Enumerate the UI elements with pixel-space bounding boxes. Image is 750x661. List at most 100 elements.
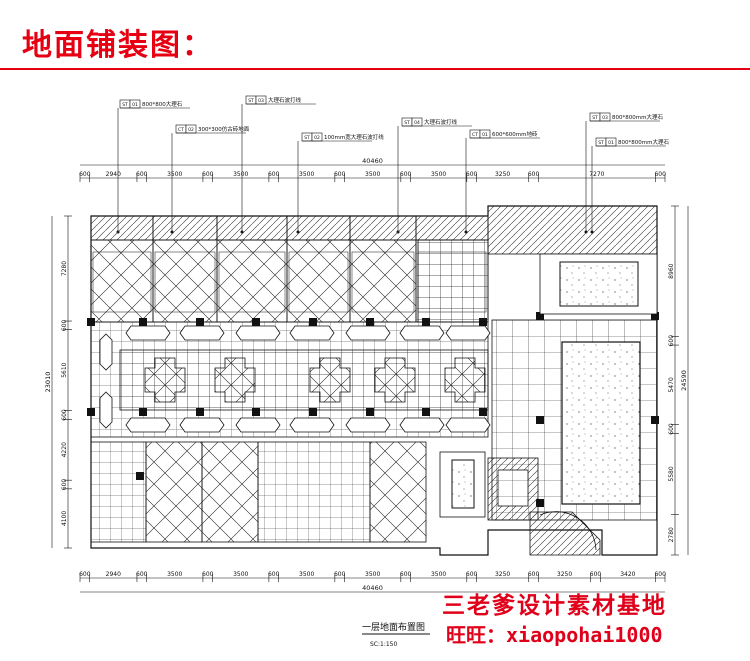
column [479,408,487,416]
dim-label: 3500 [233,171,248,178]
room-border-strip [349,215,417,241]
octagon-vertical [99,391,113,429]
room-0 [90,215,154,323]
dim-label: 600 [268,571,280,578]
dim-label: 600 [136,171,148,178]
dim-label: 600 [334,571,346,578]
column [252,408,260,416]
dim-label: 600 [136,571,148,578]
drawing-scale: SC:1:150 [370,641,397,648]
column [309,408,317,416]
dim-label: 600 [400,571,412,578]
octagon-top [235,325,281,341]
room-2 [216,215,288,323]
callout-code: ST [598,140,604,146]
dim-label: 600 [466,171,478,178]
dim-label: 3500 [431,571,446,578]
dim-label: 600 [79,171,91,178]
octagon-bottom [125,417,171,433]
octagon-top [345,325,391,341]
callout-code: ST [248,98,254,104]
room-floor [349,239,417,323]
dim-label: 600 [654,571,666,578]
dim-label: 3500 [233,571,248,578]
dim-total-label: 40460 [362,157,383,165]
watermark-prefix: 旺旺： [446,623,506,647]
callout-num: 04 [414,120,420,126]
octagon-bottom [445,417,491,433]
dim-label: 8960 [668,263,675,278]
dim-label: 3420 [620,571,635,578]
octagon-bottom [289,417,335,433]
column [309,318,317,326]
octagon-bottom [235,417,281,433]
octagon-top [399,325,445,341]
callout-num: 03 [602,115,608,121]
bottom-row-rooms [90,441,539,543]
dim-label: 3500 [167,171,182,178]
dim-label: 600 [61,409,68,421]
cross-shape [309,357,351,403]
room-inlay [218,251,286,313]
callout-code: ST [122,102,128,108]
dim-label: 3500 [299,171,314,178]
octagon-vertical [99,333,113,371]
dim-label: 600 [268,171,280,178]
cross-shape [374,357,416,403]
dim-label: 600 [61,319,68,331]
column [139,318,147,326]
top-row-rooms [90,215,489,323]
watermark-brand: 三老爹设计素材基地 [442,593,667,619]
dim-label: 600 [202,571,214,578]
dim-label: 3250 [495,571,510,578]
dim-label: 600 [400,171,412,178]
cross-tile [144,357,186,403]
corridor-cross-tiles [144,357,486,403]
callout-text: 800*800mm大理石 [618,138,669,146]
dim-total-label: 23010 [44,372,52,393]
column [196,318,204,326]
cross-tile [444,357,486,403]
callout-num: 01 [482,132,488,138]
room-floor [216,239,288,323]
dim-label: 5470 [668,377,675,392]
callout-text: 800*800mm大理石 [612,113,663,121]
room-inlay [154,251,216,313]
callout-num: 02 [188,127,194,133]
column [536,312,544,320]
cross-shape [444,357,486,403]
callout-text: 大理石波打线 [424,118,458,126]
callout-code: ST [592,115,598,121]
column [196,408,204,416]
dim-label: 600 [668,423,675,435]
octagon-bottom [179,417,225,433]
dim-label: 2780 [668,527,675,542]
octagon-bottom [399,417,445,433]
dim-total-label: 40460 [362,584,383,592]
cross-tile [374,357,416,403]
room-floor [90,239,154,323]
callout-code: ST [404,120,410,126]
room-inlay [92,251,152,313]
drawing-title: 一层地面布置图 [362,621,425,633]
dim-label: 600 [202,171,214,178]
callout-num: 03 [258,98,264,104]
callout-code: CT [472,132,478,138]
octagon-top [179,325,225,341]
dim-label: 7270 [589,171,604,178]
room-border-strip [415,215,489,241]
dim-label: 600 [528,171,540,178]
dim-total-label: 24590 [680,370,688,391]
callout-text: 100mm宽大理石波打线 [324,133,384,141]
callout-text: 800*800大理石 [142,100,183,108]
cross-tile [309,357,351,403]
dim-label: 3500 [365,571,380,578]
dim-label: 600 [334,171,346,178]
callout-4: ST 04 大理石波打线 [396,117,472,234]
cross-tile [214,357,256,403]
cross-shape [144,357,186,403]
